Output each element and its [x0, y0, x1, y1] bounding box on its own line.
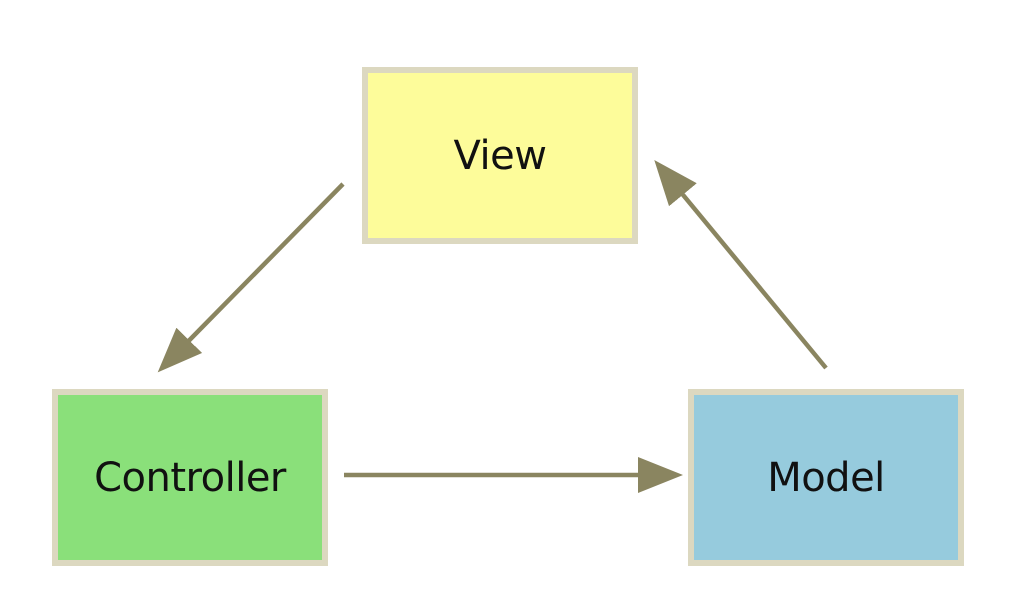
model-label: Model [767, 454, 885, 501]
controller-label: Controller [94, 454, 286, 501]
model-node: Model [688, 389, 964, 566]
arrow-model-to-view [654, 160, 828, 370]
arrow-view-to-controller [157, 182, 345, 373]
view-label: View [453, 132, 547, 179]
view-node: View [362, 67, 638, 244]
controller-node: Controller [52, 389, 328, 566]
